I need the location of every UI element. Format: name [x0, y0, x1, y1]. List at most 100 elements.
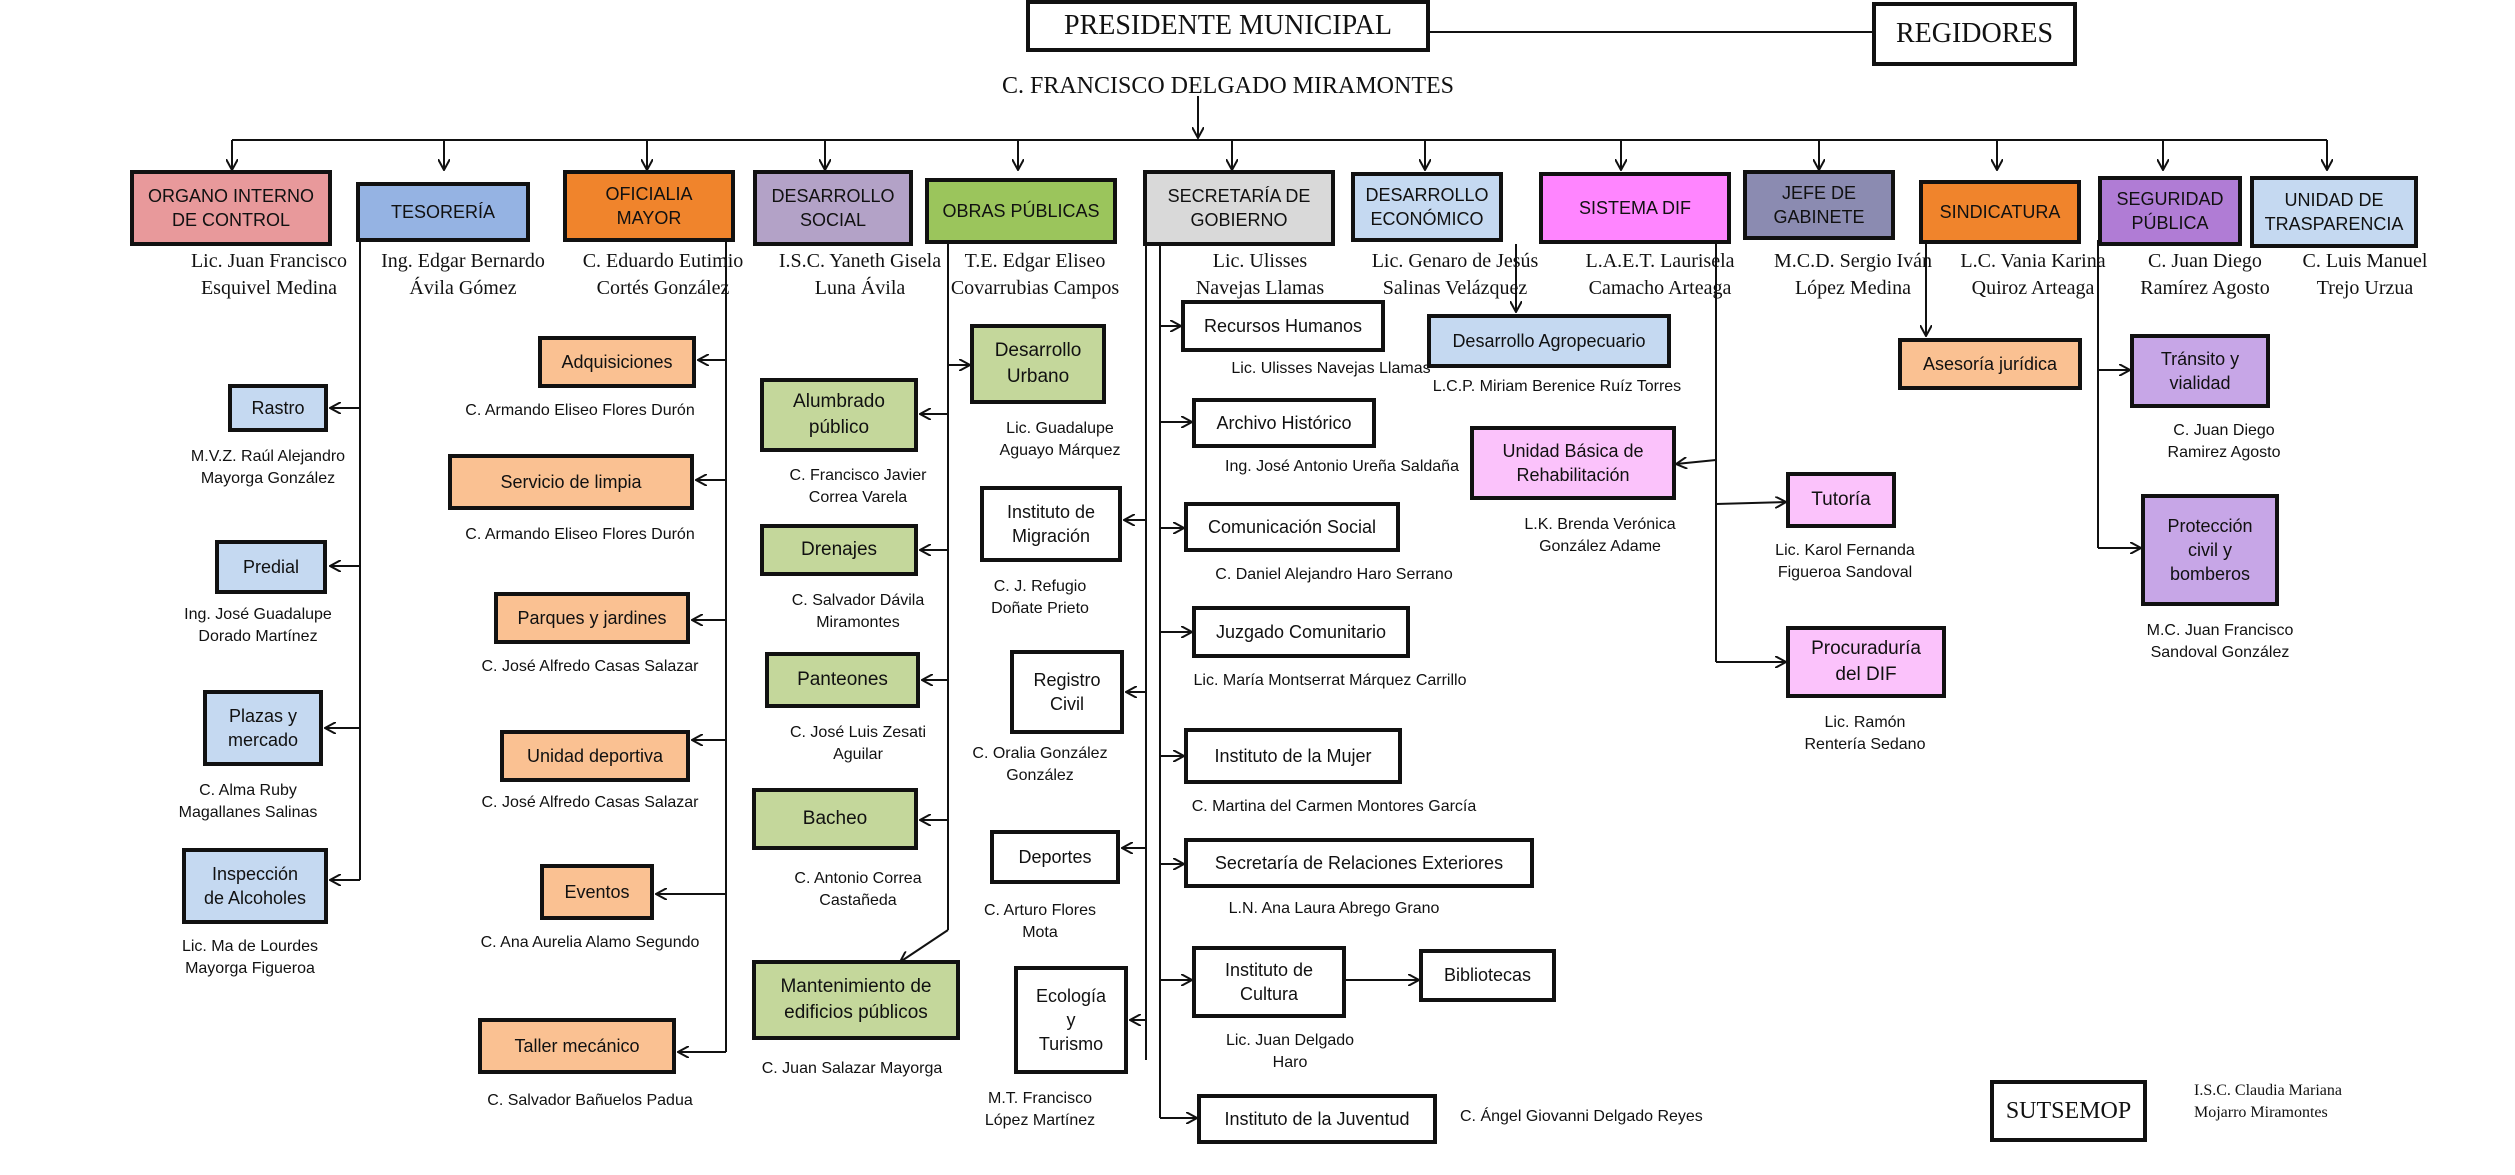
name-line: C. Ana Aurelia Alamo Segundo: [480, 934, 700, 951]
title-line: Drenajes: [800, 539, 878, 561]
secretaria-right-box: Comunicación Social: [1184, 502, 1400, 552]
secretaria-right-box: Instituto de la Juventud: [1197, 1094, 1437, 1144]
name-line: Lic. Ulisses: [1212, 250, 1308, 272]
box-title: Tutoría: [1811, 487, 1871, 513]
sutsemop-name: I.S.C. Claudia Mariana Mojarro Miramonte…: [2194, 1082, 2342, 1121]
name-line: M.C. Juan Francisco: [2146, 622, 2294, 639]
departments-box: SINDICATURA: [1919, 180, 2081, 244]
title-line: Panteones: [797, 669, 888, 691]
oficialia-units-box: Eventos: [540, 864, 654, 920]
name-line: López Martínez: [984, 1111, 1096, 1129]
title-line: Comunicación Social: [1207, 516, 1377, 537]
box-title: Rastro: [251, 396, 304, 420]
title-line: DESARROLLO: [771, 185, 895, 206]
title-line: Juzgado Comunitario: [1215, 621, 1387, 642]
name-line: C. Juan Diego: [2148, 250, 2262, 272]
title-line: Taller mecánico: [514, 1035, 640, 1056]
name-line: Cortés González: [596, 277, 730, 299]
name-line: Ing. José Antonio Ureña Saldaña: [1225, 458, 1459, 475]
box-title: OBRAS PÚBLICAS: [942, 199, 1099, 223]
title-line: MAYOR: [616, 208, 682, 228]
title-line: Tránsito y: [2160, 348, 2240, 369]
name-line: González Adame: [1539, 537, 1661, 555]
title-line: Mantenimiento de: [780, 976, 932, 998]
box-title: Predial: [243, 555, 299, 579]
name-line: Ramirez Agosto: [2167, 443, 2281, 461]
name-line: Ávila Gómez: [409, 277, 517, 299]
title-line: TRASPARENCIA: [2264, 214, 2404, 234]
person-name: L.C.P. Miriam Berenice Ruíz Torres: [1427, 376, 1687, 398]
name-line: T.E. Edgar Eliseo: [964, 250, 1106, 272]
name-line: L.K. Brenda Verónica: [1524, 516, 1676, 533]
name-line: C. Juan Salazar Mayorga: [761, 1060, 943, 1077]
name-line: C. Luis Manuel: [2302, 250, 2428, 272]
oficialia-units-box: Taller mecánico: [478, 1018, 676, 1074]
name-line: C. Francisco Javier: [789, 467, 927, 484]
title-line: edificios públicos: [784, 1002, 928, 1023]
title-line: OFICIALIA: [605, 183, 693, 204]
oficialia-units-box: Servicio de limpia: [448, 454, 694, 510]
name-line: C. Alma Ruby: [199, 782, 297, 799]
box-title: DESARROLLO SOCIAL: [771, 184, 894, 233]
box-title: Unidad deportiva: [527, 744, 663, 768]
person-name: C. Juan Salazar Mayorga: [752, 1058, 952, 1080]
name-line: Lic. Guadalupe: [1006, 420, 1114, 437]
title-line: Deportes: [1018, 846, 1092, 867]
name-line: C. José Alfredo Casas Salazar: [481, 658, 699, 675]
title-line: Instituto de: [1006, 501, 1096, 522]
secretaria-right-box: Archivo Histórico: [1192, 398, 1376, 448]
name-line: Quiroz Arteaga: [1971, 277, 2095, 299]
name-line: C. José Alfredo Casas Salazar: [481, 794, 699, 811]
name-line: I.S.C. Yaneth Gisela: [778, 250, 942, 272]
box-title: SISTEMA DIF: [1579, 196, 1691, 220]
box-title: Secretaría de Relaciones Exteriores: [1215, 851, 1503, 875]
title-line: Procuraduría: [1811, 638, 1921, 660]
oficialia-units-box: Parques y jardines: [494, 592, 690, 644]
name-line: Correa Varela: [808, 488, 908, 506]
name-line: Figueroa Sandoval: [1777, 563, 1913, 581]
tesoreria-units-box: Rastro: [228, 384, 328, 432]
name-line: González: [1006, 766, 1074, 784]
title-line: Desarrollo Agropecuario: [1452, 330, 1646, 351]
person-name: C. José Alfredo Casas Salazar: [460, 656, 720, 678]
person-name: C. Ana Aurelia Alamo Segundo: [460, 932, 720, 954]
name-line: C. Armando Eliseo Flores Durón: [465, 526, 695, 543]
box-title: Asesoría jurídica: [1923, 352, 2057, 376]
box-title: Recursos Humanos: [1204, 314, 1362, 338]
title-line: mercado: [227, 730, 299, 750]
name-line: Dorado Martínez: [198, 627, 318, 645]
box-title: Servicio de limpia: [500, 470, 641, 494]
name-line: C. Juan Diego: [2173, 422, 2275, 439]
name-line: Magallanes Salinas: [178, 803, 318, 821]
title-line: GABINETE: [1773, 207, 1865, 227]
name-line: Miramontes: [816, 613, 900, 631]
title-line: SOCIAL: [799, 210, 866, 230]
name-line: Castañeda: [819, 891, 897, 909]
person-name: C. Daniel Alejandro Haro Serrano: [1184, 564, 1484, 586]
title-line: bomberos: [2169, 564, 2251, 585]
secretaria-right-box: Juzgado Comunitario: [1192, 606, 1410, 658]
